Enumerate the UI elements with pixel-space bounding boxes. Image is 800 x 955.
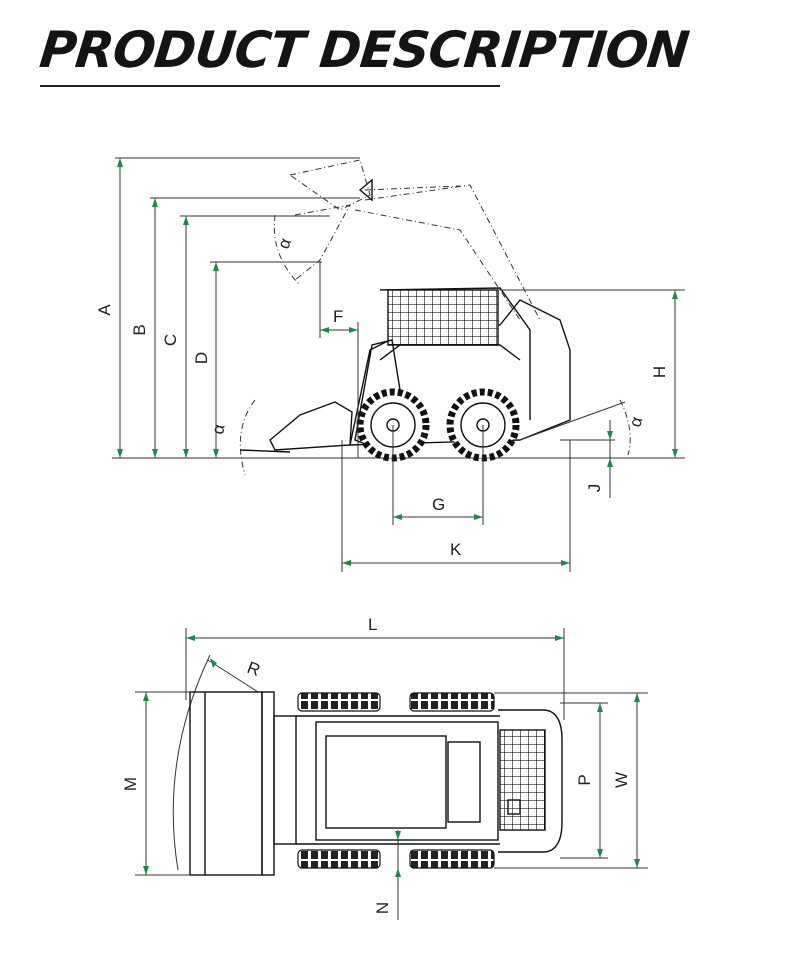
bucket-lowered [269, 401, 353, 451]
side-view: α α α A B C [95, 157, 685, 572]
label-J: J [585, 484, 604, 493]
dimension-L: L [185, 615, 565, 720]
label-L: L [368, 615, 377, 634]
dimension-H: H [500, 289, 685, 458]
title-underline [40, 85, 500, 87]
label-K: K [450, 540, 462, 559]
tire-front-right [297, 849, 381, 869]
dimension-J: J [560, 420, 615, 498]
engine-grille [499, 729, 546, 831]
label-A: A [95, 304, 114, 316]
label-G: G [432, 495, 445, 514]
label-R: R [245, 658, 263, 680]
bucket-top [189, 691, 263, 876]
svg-text:α: α [208, 423, 228, 436]
dimension-N: N [373, 830, 401, 920]
label-W: W [612, 772, 631, 788]
tire-rear-left [409, 692, 495, 712]
label-H: H [650, 366, 669, 378]
dump-angle-arc [273, 214, 301, 286]
svg-text:α: α [626, 414, 647, 429]
dimension-P: P [560, 702, 608, 859]
dimension-F: F [319, 262, 359, 458]
label-B: B [130, 324, 149, 335]
dimension-B: B [130, 197, 360, 458]
rollback-angle-arc [239, 399, 256, 476]
dimension-D: D [192, 261, 322, 458]
svg-text:α: α [274, 235, 295, 251]
cab-top [325, 735, 447, 829]
dimension-W: W [494, 692, 648, 869]
dimension-A: A [95, 157, 360, 458]
departure-angle-arc [619, 399, 631, 456]
dimension-C: C [161, 215, 330, 458]
top-view: L R [121, 615, 648, 920]
dimension-M: M [121, 691, 190, 876]
cab-cage [387, 289, 499, 346]
body-top [315, 721, 499, 841]
dimension-G: G [392, 425, 484, 525]
dimension-R: R [172, 654, 263, 871]
label-F: F [333, 307, 343, 326]
label-D: D [192, 352, 211, 364]
label-P: P [575, 774, 594, 785]
label-C: C [161, 334, 180, 346]
dimension-K: K [341, 440, 571, 572]
tire-rear-right [409, 849, 495, 869]
loader-body-side [239, 287, 571, 453]
tire-front-left [297, 692, 381, 712]
label-N: N [373, 902, 392, 914]
label-M: M [121, 777, 140, 791]
